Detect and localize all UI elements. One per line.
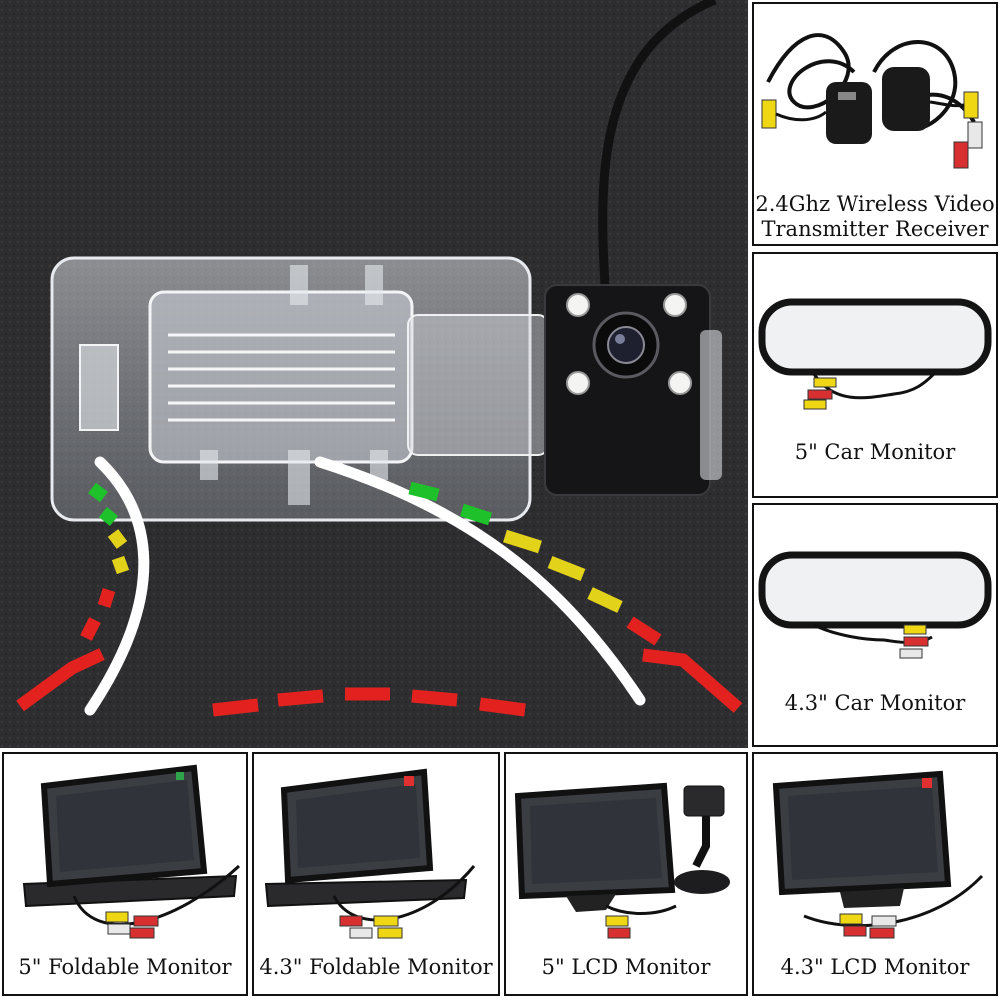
panel-car-monitor-5: 5" Car Monitor bbox=[752, 252, 998, 498]
camera-cable bbox=[598, 0, 717, 286]
guide-line-right bbox=[314, 456, 646, 706]
foldable-monitor-icon bbox=[22, 764, 241, 939]
mirror-monitor-icon bbox=[758, 298, 992, 410]
foldable-5-label: 5" Foldable Monitor bbox=[18, 955, 232, 979]
foldable-43-label: 4.3" Foldable Monitor bbox=[259, 955, 493, 979]
license-plate-housing bbox=[50, 256, 549, 522]
mirror-monitor-small-icon bbox=[758, 551, 992, 659]
wireless-caption-line2: Transmitter Receiver bbox=[761, 217, 989, 241]
foldable-monitor-small-icon bbox=[264, 768, 476, 939]
camera-body bbox=[544, 284, 722, 496]
left-distance-markers bbox=[16, 482, 130, 712]
lcd-monitor-small-icon bbox=[772, 770, 984, 939]
lcd-monitor-icon bbox=[514, 782, 730, 939]
panel-foldable-monitor-43: 4.3" Foldable Monitor bbox=[252, 752, 500, 996]
lcd-43-label: 4.3" LCD Monitor bbox=[780, 955, 970, 979]
car-monitor-43-label: 4.3" Car Monitor bbox=[784, 691, 966, 715]
wireless-transmitter-icon bbox=[761, 33, 983, 169]
panel-lcd-monitor-5: 5" LCD Monitor bbox=[504, 752, 748, 996]
main-product-photo bbox=[0, 0, 748, 748]
right-distance-markers bbox=[408, 481, 743, 713]
camera-illustration bbox=[0, 0, 748, 748]
lcd-5-label: 5" LCD Monitor bbox=[541, 955, 711, 979]
panel-car-monitor-43: 4.3" Car Monitor bbox=[752, 503, 998, 747]
guide-line-left bbox=[84, 456, 150, 716]
wireless-caption-line1: 2.4Ghz Wireless Video bbox=[755, 192, 995, 216]
panel-lcd-monitor-43: 4.3" LCD Monitor bbox=[752, 752, 998, 996]
bottom-stop-line bbox=[212, 687, 526, 717]
car-monitor-5-label: 5" Car Monitor bbox=[794, 440, 956, 464]
panel-foldable-monitor-5: 5" Foldable Monitor bbox=[2, 752, 248, 996]
panel-wireless-transmitter: 2.4Ghz Wireless Video Transmitter Receiv… bbox=[752, 2, 998, 246]
